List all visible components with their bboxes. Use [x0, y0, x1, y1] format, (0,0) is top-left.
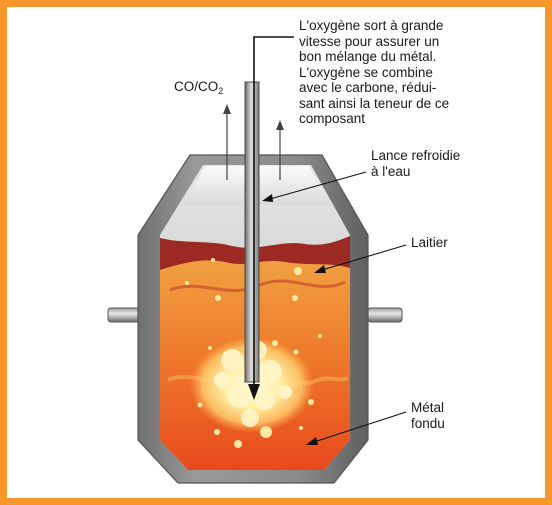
- gas-arrow-icon: [223, 104, 284, 180]
- gas-label-main: CO/CO: [174, 79, 219, 94]
- lance: [244, 81, 260, 383]
- leader-lines: [269, 171, 407, 443]
- gas-label-subscript: 2: [218, 86, 224, 96]
- oxygen-label-line: vitesse pour assurer un: [299, 33, 440, 49]
- metal-label-line: fondu: [411, 415, 445, 431]
- oxygen-arrow-icon: [248, 36, 294, 400]
- slag-label: Laitier: [411, 235, 448, 251]
- metal-label: Métal fondu: [411, 400, 445, 431]
- oxygen-label-line: sant ainsi la teneur de ce: [299, 95, 450, 111]
- mixing-streak: [169, 279, 346, 292]
- left-trunnion: [107, 307, 141, 323]
- gas-label: CO/CO2: [174, 79, 224, 96]
- leader-arrowheads: [262, 194, 326, 445]
- oxygen-label-line: L'oxygène se combine: [299, 64, 433, 80]
- oxygen-label-line: bon mélange du métal.: [299, 49, 437, 64]
- metal-label-line: Métal: [411, 400, 445, 415]
- oxygen-label: L'oxygène sort à grande vitesse pour ass…: [299, 18, 449, 127]
- oxygen-label-line: avec le carbone, rédui-: [299, 80, 437, 95]
- oxygen-label-line: L'oxygène sort à grande: [299, 18, 444, 33]
- slag-label-text: Laitier: [411, 235, 448, 250]
- sparks: [185, 258, 322, 448]
- oxygen-label-line: composant: [299, 111, 366, 126]
- metal-leader: [313, 411, 407, 443]
- lance-leader: [269, 171, 367, 200]
- slag-leader: [321, 244, 407, 271]
- right-trunnion: [367, 307, 403, 323]
- lance-label-line: Lance refroidie: [371, 148, 461, 163]
- lance-label: Lance refroidie à l'eau: [371, 148, 460, 179]
- reaction-bubbles: [214, 341, 292, 427]
- lance-label-line: à l'eau: [371, 163, 411, 179]
